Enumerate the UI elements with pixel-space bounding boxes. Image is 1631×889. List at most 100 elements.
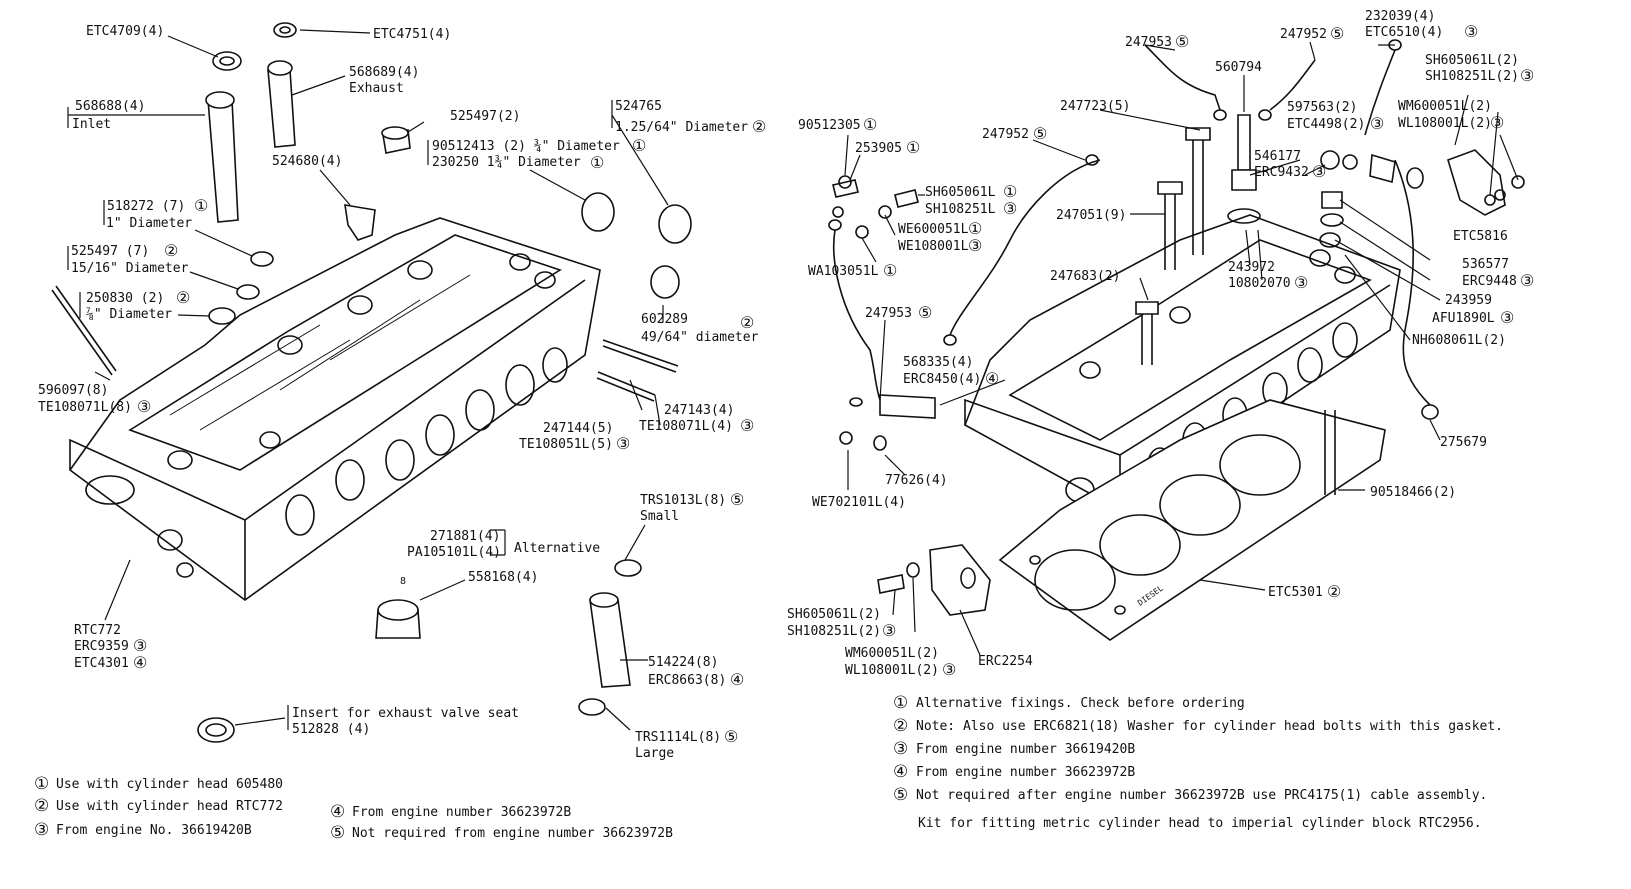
circled-3-b: ③	[616, 434, 630, 453]
label-trs1013: TRS1013L(8)	[640, 493, 726, 508]
note-left-3-num: ③	[34, 820, 49, 840]
label-230250: 230250 1¾" Diameter	[432, 155, 581, 170]
svg-text:8: 8	[400, 576, 406, 587]
label-568688: 568688(4)	[75, 99, 145, 114]
label-we702101: WE702101L(4)	[812, 495, 906, 510]
label-10802070: 10802070	[1228, 276, 1291, 291]
circled-1-a: ①	[632, 136, 646, 155]
note-left-4-num: ④	[330, 802, 345, 822]
note-left-3: From engine No. 36619420B	[56, 823, 252, 838]
note-left-1: Use with cylinder head 605480	[56, 777, 283, 792]
note-right-3-num: ③	[893, 739, 908, 759]
note-right-6: Kit for fitting metric cylinder head to …	[918, 816, 1482, 831]
label-247144: 247144(5)	[543, 421, 613, 436]
label-546177: 546177	[1254, 149, 1301, 164]
label-nh608061: NH608061L(2)	[1412, 333, 1506, 348]
circled-2-a: ②	[752, 117, 766, 136]
circled-5-d: ⑤	[1330, 24, 1344, 43]
label-90512413: 90512413 (2) ¾" Diameter	[432, 139, 620, 154]
circled-4-a: ④	[730, 670, 744, 689]
note-left-2-num: ②	[34, 796, 49, 816]
label-253905: 253905	[855, 141, 902, 156]
circled-5-f: ⑤	[918, 303, 932, 322]
note-right-4-num: ④	[893, 762, 908, 782]
label-525497b: 525497 (7)	[71, 244, 149, 259]
label-erc9359: ERC9359	[74, 639, 129, 654]
label-erc8450: ERC8450(4)	[903, 372, 981, 387]
label-247143: 247143(4)	[664, 403, 734, 418]
label-524680: 524680(4)	[272, 154, 342, 169]
label-erc2254: ERC2254	[978, 654, 1033, 669]
label-sh108251a: SH108251L(2)	[1425, 69, 1519, 84]
circled-1-h: ①	[883, 261, 897, 280]
label-596097: 596097(8)	[38, 383, 108, 398]
label-pa105101: PA105101L(4)	[407, 545, 501, 560]
label-small: Small	[640, 509, 679, 524]
label-te108071b: TE108071L(4)	[639, 419, 733, 434]
label-536577: 536577	[1462, 257, 1509, 272]
label-568335: 568335(4)	[903, 355, 973, 370]
right-labels: 232039(4) ETC6510(4) ③ 247953 ⑤ 247952 ⑤…	[787, 9, 1534, 679]
head-gasket	[998, 399, 1386, 641]
label-te108071a: TE108071L(8)	[38, 400, 132, 415]
label-sh605061c: SH605061L(2)	[787, 607, 881, 622]
label-alternative: Alternative	[514, 541, 600, 556]
note-left-4: From engine number 36623972B	[352, 805, 571, 820]
label-trs1114: TRS1114L(8)	[635, 730, 721, 745]
note-right-5: Not required after engine number 3662397…	[916, 788, 1487, 803]
label-247723: 247723(5)	[1060, 99, 1130, 114]
circled-2-b: ②	[164, 241, 178, 260]
circled-3-a: ③	[137, 397, 151, 416]
label-we600051: WE600051L	[898, 222, 969, 237]
label-1in-diameter: 1" Diameter	[106, 216, 192, 231]
label-568689: 568689(4)	[349, 65, 419, 80]
label-597563: 597563(2)	[1287, 100, 1357, 115]
circled-2-e: ②	[1327, 582, 1341, 601]
label-90512305: 90512305	[798, 118, 861, 133]
label-243972: 243972	[1228, 260, 1275, 275]
left-small-parts: 8	[51, 22, 692, 743]
label-exhaust: Exhaust	[349, 81, 404, 96]
label-558168: 558168(4)	[468, 570, 538, 585]
note-right-5-num: ⑤	[893, 785, 908, 805]
right-leader-lines	[844, 41, 1519, 656]
circled-3-i: ③	[1003, 199, 1017, 218]
label-erc9432: ERC9432	[1254, 165, 1309, 180]
label-90518466: 90518466(2)	[1370, 485, 1456, 500]
circled-4-c: ④	[985, 369, 999, 388]
label-77626: 77626(4)	[885, 473, 948, 488]
label-247051: 247051(9)	[1056, 208, 1126, 223]
label-602289: 602289	[641, 312, 688, 327]
label-247683: 247683(2)	[1050, 269, 1120, 284]
circled-5-c: ⑤	[1175, 32, 1189, 51]
right-notes: ① Alternative fixings. Check before orde…	[893, 693, 1503, 831]
circled-3-l: ③	[1294, 273, 1308, 292]
note-right-2-num: ②	[893, 716, 908, 736]
circled-3-h: ③	[1490, 113, 1504, 132]
circled-5-a: ⑤	[730, 490, 744, 509]
label-etc4301: ETC4301	[74, 656, 129, 671]
label-etc6510: ETC6510(4)	[1365, 25, 1443, 40]
left-cylinder-head	[68, 217, 601, 601]
note-right-1: Alternative fixings. Check before orderi…	[916, 696, 1245, 711]
circled-5-b: ⑤	[724, 727, 738, 746]
label-271881: 271881(4)	[430, 529, 500, 544]
left-leader-lines	[67, 29, 669, 731]
circled-3-k: ③	[968, 236, 982, 255]
circled-2-d: ②	[740, 313, 754, 332]
label-insert: Insert for exhaust valve seat	[292, 706, 519, 721]
label-wl108001a: WL108001L(2)	[1398, 116, 1492, 131]
label-247952b: 247952	[982, 127, 1029, 142]
circled-3-f: ③	[1520, 66, 1534, 85]
label-232039: 232039(4)	[1365, 9, 1435, 24]
label-518272: 518272 (7)	[107, 199, 185, 214]
circled-3-g: ③	[1370, 114, 1384, 133]
circled-1-e: ①	[906, 138, 920, 157]
label-etc5301: ETC5301	[1268, 585, 1323, 600]
circled-1-b: ①	[590, 153, 604, 172]
label-wm600051c: WM600051L(2)	[845, 646, 939, 661]
left-labels: ETC4709(4) ETC4751(4) 568689(4) Exhaust …	[38, 24, 766, 761]
label-512828: 512828 (4)	[292, 722, 370, 737]
label-wl108001c: WL108001L(2)	[845, 663, 939, 678]
circled-3-j: ③	[1312, 162, 1326, 181]
